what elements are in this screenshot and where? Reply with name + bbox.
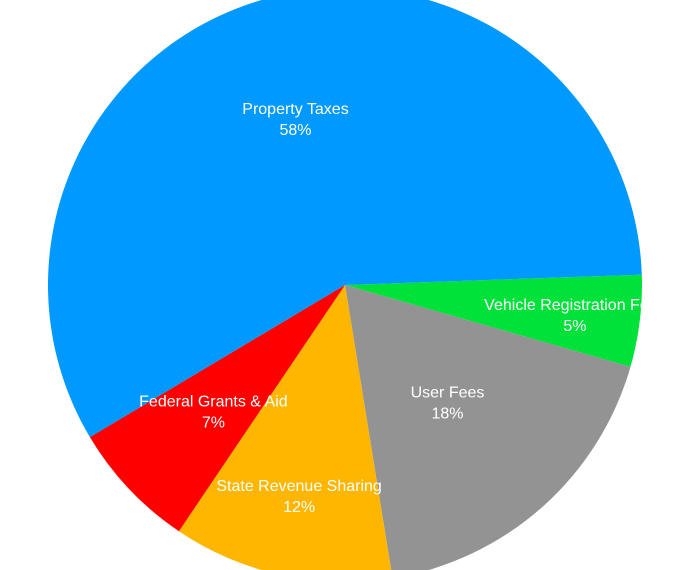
slice-property-taxes [48,0,642,438]
slice-percent-state-revenue-sharing: 12% [283,499,315,516]
slice-label-user-fees: User Fees [411,385,485,402]
pie-slices [48,0,643,570]
pie-labels: Vehicle Registration Fees 5% User Fees 18% S… [139,101,665,516]
slice-percent-vehicle-registration-fees: 5% [563,318,586,335]
slice-label-property-taxes: Property Taxes [242,101,348,118]
slice-percent-user-fees: 18% [431,406,463,423]
slice-label-vehicle-registration-fees: Vehicle Registration Fees [484,297,665,314]
slice-label-state-revenue-sharing: State Revenue Sharing [216,478,381,495]
slice-federal-grants-and-aid [89,285,345,532]
slice-label-federal-grants-and-aid: Federal Grants & Aid [139,394,288,411]
slice-percent-federal-grants-and-aid: 7% [202,415,225,432]
slice-state-revenue-sharing [178,285,392,570]
slice-vehicle-registration-fees [345,274,643,367]
slice-user-fees [345,285,631,570]
slice-percent-property-taxes: 58% [279,122,311,139]
